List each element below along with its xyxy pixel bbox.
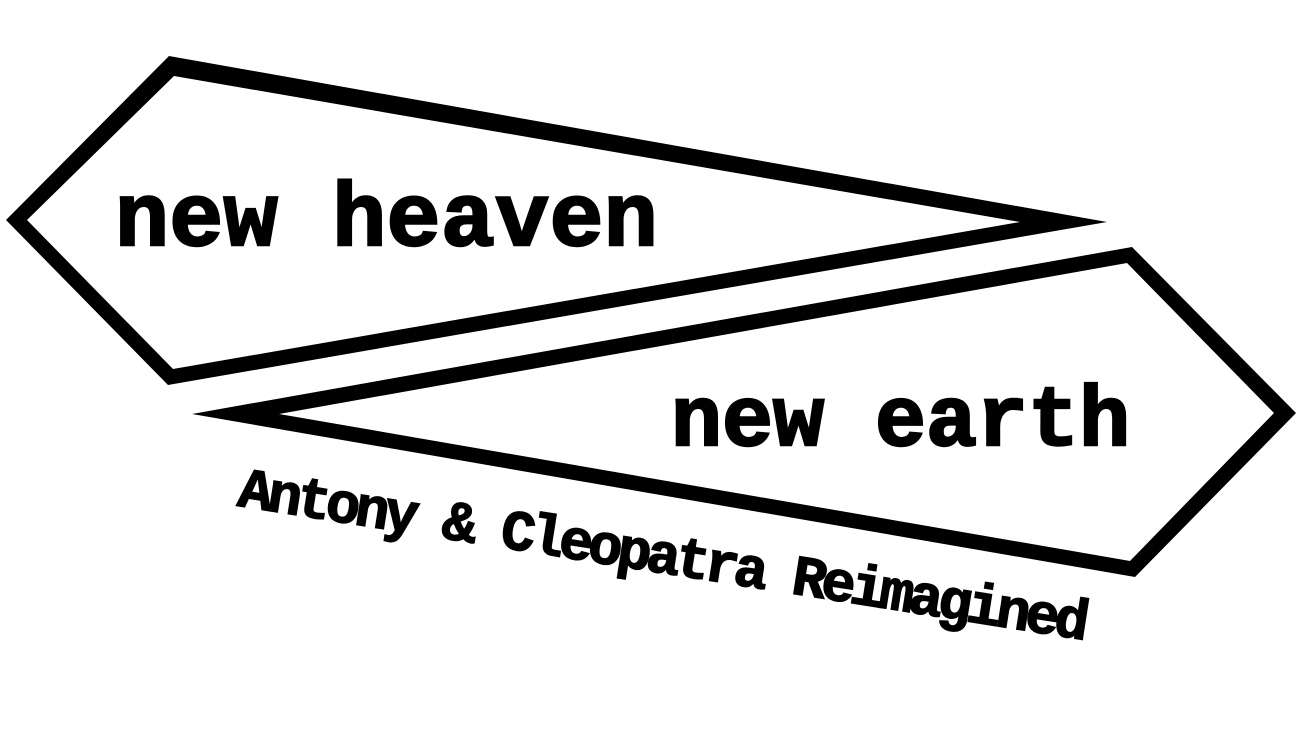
bottom-banner-fill bbox=[279, 263, 1274, 561]
logo-text-new-earth: new earth bbox=[670, 374, 1131, 471]
top-banner-fill bbox=[27, 76, 1020, 369]
logo-text-new-heaven: new heaven bbox=[114, 171, 659, 273]
